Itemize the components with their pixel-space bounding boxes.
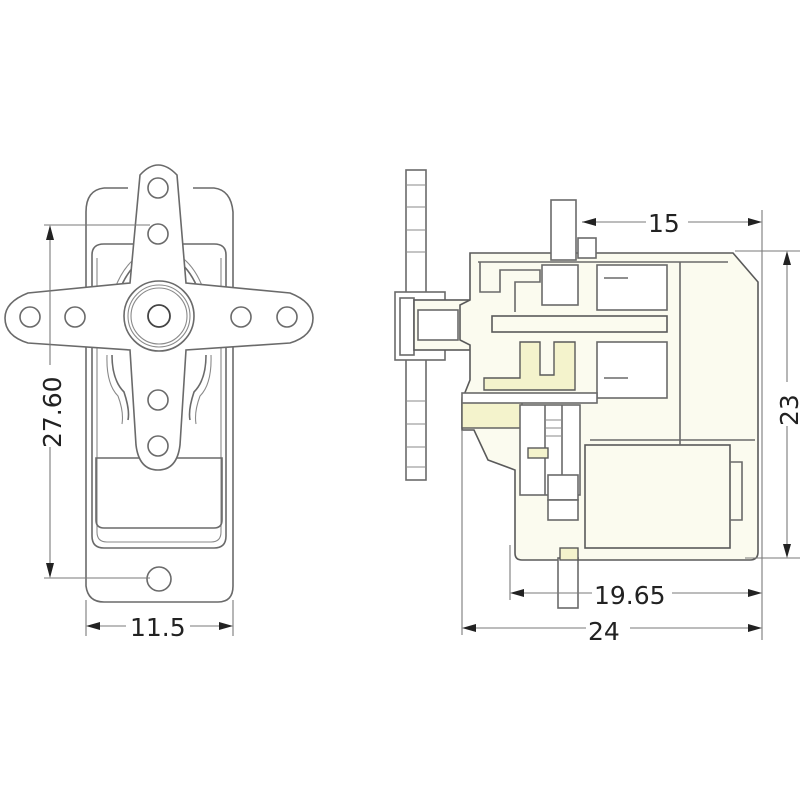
- servo-horn: [4, 164, 314, 471]
- dimension-label-15: 15: [648, 209, 680, 238]
- horn-hole: [276, 306, 298, 328]
- dimension-front-width: 11.5: [85, 600, 234, 642]
- horn-hub: [123, 280, 195, 352]
- horn-hole: [64, 306, 86, 328]
- dimension-side-top: 15: [582, 208, 763, 640]
- horn-hole: [230, 306, 252, 328]
- highlighted-gear: [483, 341, 576, 391]
- horn-screw: [147, 304, 171, 328]
- motor: [584, 444, 731, 549]
- gear-plate: [461, 392, 598, 404]
- horn-hole: [147, 223, 169, 245]
- servo-body-outline: [85, 187, 234, 603]
- servo-case: [91, 243, 227, 549]
- horn-hole: [19, 306, 41, 328]
- front-view: 27.60 11.5: [4, 164, 314, 642]
- mounting-hole: [146, 566, 172, 592]
- horn-hole: [147, 389, 169, 411]
- horn-hole: [147, 435, 169, 457]
- dimension-label-27-60: 27.60: [38, 376, 67, 448]
- dimension-label-24: 24: [588, 617, 620, 646]
- dimension-label-19-65: 19.65: [594, 581, 666, 610]
- dimension-label-11-5: 11.5: [130, 613, 186, 642]
- dimension-front-height: 27.60: [36, 224, 150, 579]
- dimension-side-height: 23: [735, 250, 800, 559]
- dimension-label-23: 23: [775, 394, 800, 426]
- horn-hole: [147, 177, 169, 199]
- dimension-side-inner-width: 19.65: [509, 545, 762, 610]
- dimension-side-total-width: 24: [461, 430, 762, 646]
- side-section-view: 15 23 19.65 24: [394, 169, 800, 646]
- main-shaft: [491, 315, 668, 333]
